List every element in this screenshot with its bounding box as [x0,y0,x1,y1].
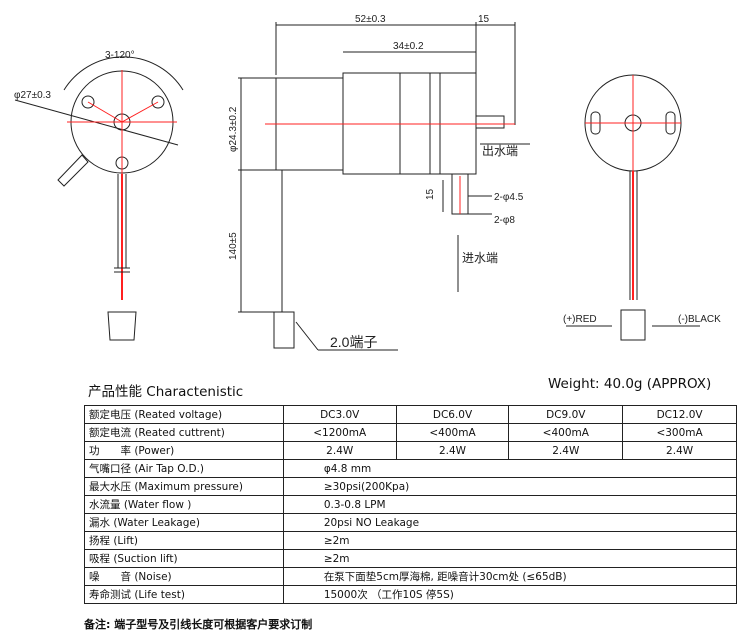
table-row: 最大水压 (Maximum pressure)≥30psi(200Kpa) [84,477,738,496]
spec-value: ≥30psi(200Kpa) [282,477,738,496]
spec-value: DC12.0V [622,405,737,424]
spec-label: 功 率 (Power) [84,441,284,460]
dim-length-34: 34±0.2 [393,41,424,52]
dim-inlet-15: 15 [425,188,436,200]
spec-label: 漏水 (Water Leakage) [84,513,284,532]
spec-value: 2.4W [508,441,624,460]
weight-label: Weight: 40.0g (APPROX) [548,376,712,392]
front-view [14,56,184,341]
spec-value: ≥2m [282,531,738,550]
spec-value: DC3.0V [282,405,397,424]
dim-length-52: 52±0.3 [355,14,386,25]
spec-value: 在泵下面垫5cm厚海棉, 距噪音计30cm处 (≤65dB) [282,567,738,586]
spec-value: 2.4W [622,441,737,460]
spec-label: 气嘴口径 (Air Tap O.D.) [84,459,284,478]
terminal-label: 2.0端子 [330,334,377,350]
inlet-label: 进水端 [462,251,498,265]
footnote: 备注: 端子型号及引线长度可根据客户要求订制 [84,618,313,631]
spec-value: 20psi NO Leakage [282,513,738,532]
spec-value: <400mA [508,423,624,442]
spec-value: 2.4W [282,441,397,460]
dim-inlet-4-5: 2-φ4.5 [494,192,524,203]
technical-drawing: 3-120° φ27±0.3 52±0.3 15 34±0.2 φ24.3±0.… [14,14,721,351]
spec-value: 2.4W [395,441,510,460]
spec-label: 水流量 (Water flow ) [84,495,284,514]
spec-value: <300mA [622,423,737,442]
table-row: 扬程 (Lift)≥2m [84,531,738,550]
side-view [238,22,530,351]
table-row: 吸程 (Suction lift)≥2m [84,549,738,568]
dim-angle: 3-120° [105,50,135,61]
table-row: 水流量 (Water flow )0.3-0.8 LPM [84,495,738,514]
dim-lead-length: 140±5 [228,232,239,260]
spec-value: φ4.8 mm [282,459,738,478]
spec-value: ≥2m [282,549,738,568]
spec-value: DC9.0V [508,405,624,424]
spec-label: 额定电压 (Reated voltage) [84,405,284,424]
table-row: 气嘴口径 (Air Tap O.D.)φ4.8 mm [84,459,738,478]
spec-label: 额定电流 (Reated cuttrent) [84,423,284,442]
spec-value: 0.3-0.8 LPM [282,495,738,514]
rear-view [566,74,700,341]
spec-label: 寿命测试 (Life test) [84,585,284,604]
dim-inlet-8: 2-φ8 [494,215,515,226]
section-heading: 产品性能 Charactenistic [88,384,244,400]
table-row: 漏水 (Water Leakage)20psi NO Leakage [84,513,738,532]
spec-label: 吸程 (Suction lift) [84,549,284,568]
spec-value: 15000次 （工作10S 停5S) [282,585,738,604]
table-row: 寿命测试 (Life test)15000次 （工作10S 停5S) [84,585,738,604]
outlet-label: 出水端 [482,144,518,158]
spec-label: 最大水压 (Maximum pressure) [84,477,284,496]
dim-diameter-24: φ24.3±0.2 [228,106,239,152]
spec-label: 噪 音 (Noise) [84,567,284,586]
spec-value: DC6.0V [395,405,510,424]
wire-red-label: (+)RED [563,314,597,325]
dim-length-15: 15 [478,14,490,25]
table-row: 额定电流 (Reated cuttrent)<1200mA<400mA<400m… [84,423,737,442]
dim-diameter-27: φ27±0.3 [14,90,51,101]
table-row: 噪 音 (Noise)在泵下面垫5cm厚海棉, 距噪音计30cm处 (≤65dB… [84,567,738,586]
spec-value: <400mA [395,423,510,442]
spec-value: <1200mA [282,423,397,442]
spec-label: 扬程 (Lift) [84,531,284,550]
wire-black-label: (-)BLACK [678,314,721,325]
